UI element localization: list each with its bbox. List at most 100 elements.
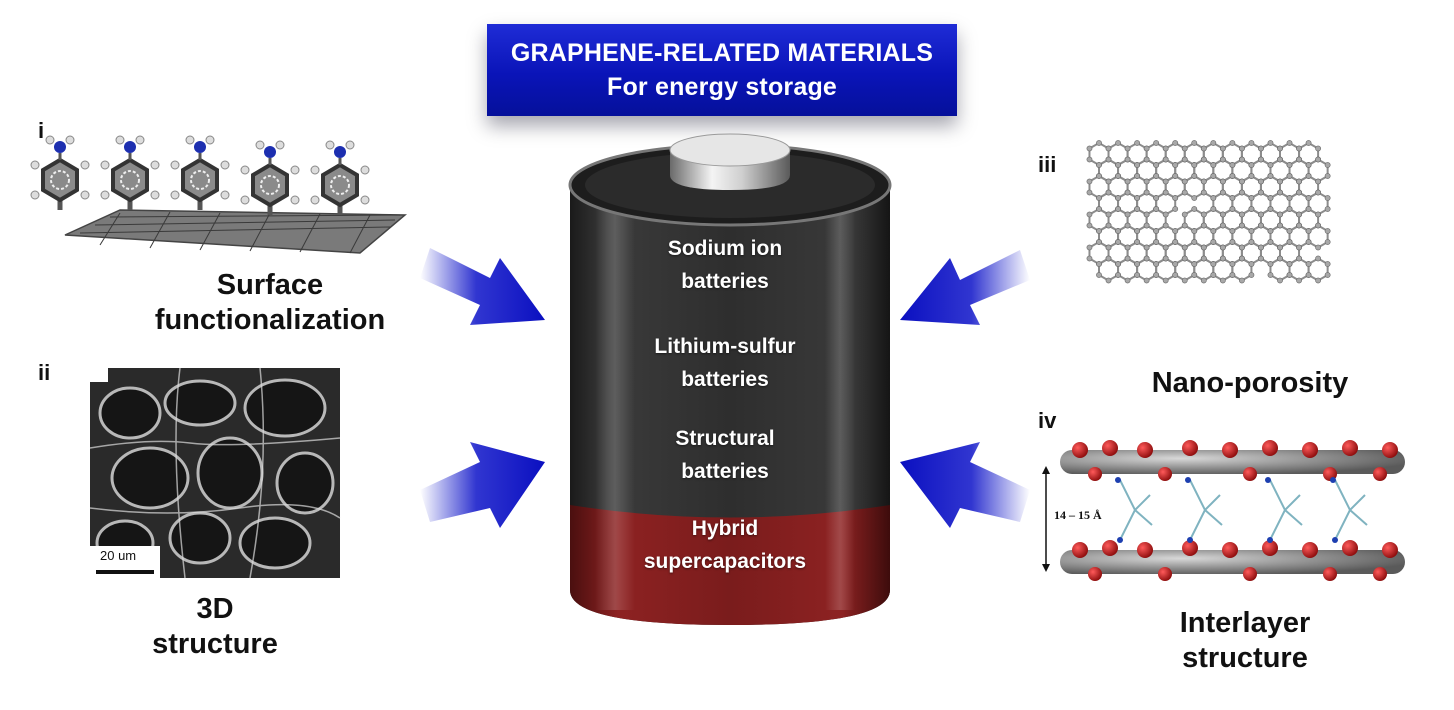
lattice-atom [1315, 222, 1322, 229]
lattice-atom [1248, 228, 1255, 234]
caption-interlayer-structure: Interlayer structure [1179, 607, 1311, 674]
lattice-atom [1134, 272, 1141, 278]
lattice-atom [1210, 272, 1217, 278]
lattice-atom [1277, 156, 1283, 163]
lattice-atom [1124, 178, 1131, 185]
lattice-atom [1200, 244, 1207, 251]
lattice-atom [1210, 206, 1217, 212]
lattice-atom [1248, 140, 1255, 146]
title-banner: GRAPHENE-RELATED MATERIALS For energy st… [487, 24, 957, 116]
lattice-atom [1229, 272, 1236, 278]
lattice-atom [1105, 277, 1112, 284]
lattice-atom [1181, 189, 1188, 196]
lattice-atom [1172, 272, 1179, 278]
battery-item-sodium: Sodium ion batteries [667, 237, 783, 293]
lattice-atom [1277, 222, 1283, 229]
lattice-atom [1200, 222, 1207, 229]
lattice-atom [1191, 228, 1198, 234]
lattice-atom [1219, 189, 1226, 196]
lattice-atom [1096, 239, 1102, 245]
lattice-atom [1324, 228, 1331, 234]
lattice-atom [1219, 222, 1226, 229]
lattice-atom [1315, 211, 1322, 218]
lattice-atom [1086, 145, 1093, 152]
lattice-atom [1238, 222, 1245, 229]
lattice-atom [1191, 206, 1198, 212]
lattice-atom [1134, 173, 1141, 179]
lattice-atom [1229, 261, 1236, 267]
lattice-atom [1105, 145, 1112, 152]
porous-graphene-lattice [1086, 140, 1331, 284]
lattice-atom [1277, 244, 1283, 251]
lattice-atom [1305, 173, 1312, 179]
lattice-ring [1212, 257, 1234, 282]
lattice-atom [1153, 162, 1160, 168]
caption-3d-structure: 3D structure [152, 593, 278, 660]
lattice-atom [1277, 277, 1283, 284]
lattice-atom [1153, 228, 1160, 234]
lattice-atom [1296, 189, 1302, 196]
lattice-ring [1307, 224, 1329, 249]
lattice-atom [1324, 206, 1331, 212]
lattice-atom [1296, 244, 1302, 251]
lattice-atom [1162, 222, 1169, 229]
lattice-atom [1134, 261, 1141, 267]
banner-title: GRAPHENE-RELATED MATERIALS [510, 39, 934, 67]
lattice-atom [1143, 145, 1150, 152]
lattice-atom [1086, 255, 1093, 262]
lattice-ring [1193, 257, 1215, 282]
lattice-atom [1181, 211, 1188, 218]
lattice-atom [1096, 173, 1102, 179]
lattice-atom [1305, 140, 1312, 146]
lattice-atom [1267, 239, 1274, 245]
lattice-atom [1124, 277, 1131, 284]
lattice-atom [1143, 277, 1150, 284]
lattice-atom [1172, 195, 1179, 201]
lattice-atom [1172, 228, 1179, 234]
lattice-atom [1172, 162, 1179, 168]
lattice-atom [1153, 261, 1160, 267]
lattice-atom [1267, 195, 1274, 201]
lattice-atom [1296, 255, 1302, 262]
lattice-ring [1307, 257, 1329, 282]
caption-nano-porosity: Nano-porosity [1151, 367, 1349, 399]
lattice-atom [1181, 156, 1188, 163]
lattice-atom [1200, 178, 1207, 185]
lattice-atom [1305, 162, 1312, 168]
lattice-ring [1231, 257, 1253, 282]
lattice-atom [1258, 189, 1264, 196]
lattice-atom [1229, 173, 1236, 179]
lattice-atom [1296, 145, 1302, 152]
lattice-atom [1258, 211, 1264, 218]
lattice-atom [1191, 173, 1198, 179]
lattice-atom [1267, 173, 1274, 179]
lattice-atom [1134, 239, 1141, 245]
lattice-atom [1124, 145, 1131, 152]
lattice-atom [1315, 244, 1322, 251]
lattice-atom [1086, 156, 1093, 163]
lattice-atom [1124, 255, 1131, 262]
arrow-ii [420, 442, 545, 528]
lattice-atom [1258, 255, 1264, 262]
lattice-atom [1248, 272, 1255, 278]
caption-surface-functionalization: Surface functionalization [154, 269, 386, 336]
lattice-atom [1086, 178, 1093, 185]
interlayer-structure-illustration [1042, 440, 1405, 581]
lattice-atom [1124, 156, 1131, 163]
panel-label-iii: iii [1038, 152, 1057, 177]
lattice-atom [1277, 211, 1283, 218]
lattice-ring [1183, 174, 1205, 200]
arrow-iv [900, 442, 1030, 528]
panel-label-iv: iv [1038, 408, 1057, 433]
lattice-atom [1277, 255, 1283, 262]
lattice-atom [1134, 206, 1141, 212]
lattice-atom [1134, 140, 1141, 146]
lattice-atom [1200, 189, 1207, 196]
arrow-i [420, 248, 545, 325]
lattice-atom [1305, 239, 1312, 245]
lattice-atom [1172, 206, 1179, 212]
lattice-atom [1324, 162, 1331, 168]
lattice-atom [1096, 228, 1102, 234]
lattice-atom [1086, 244, 1093, 251]
lattice-atom [1315, 156, 1322, 163]
